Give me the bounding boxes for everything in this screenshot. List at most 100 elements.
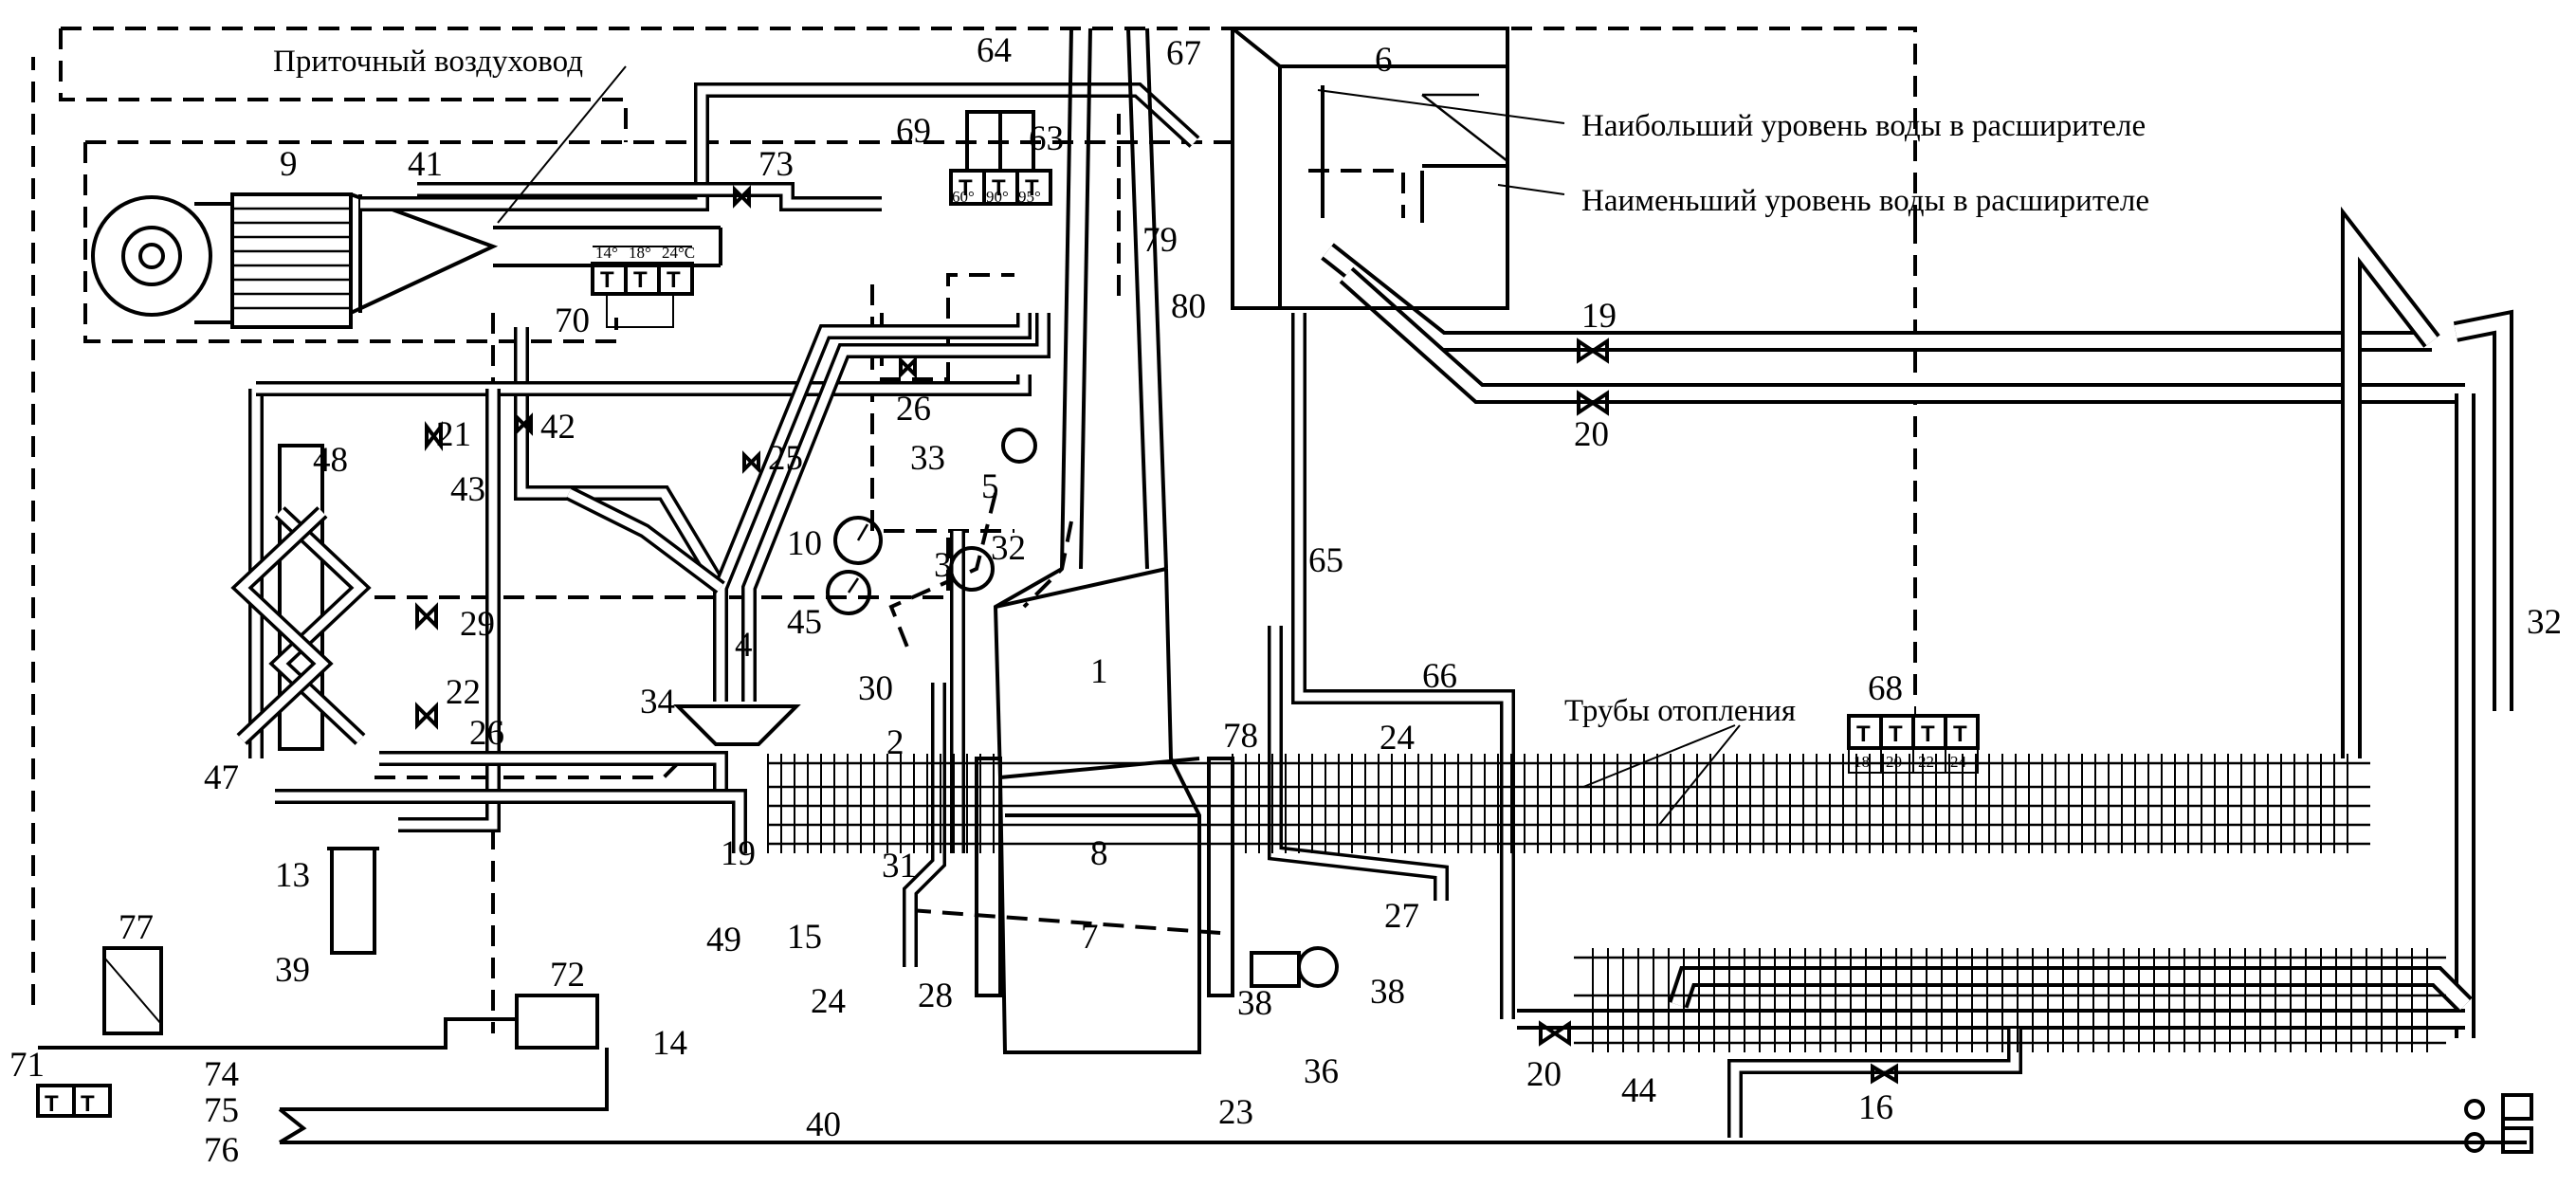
- label-77: 77: [119, 908, 154, 947]
- label-79: 79: [1142, 221, 1178, 260]
- label-1: 1: [1090, 652, 1108, 691]
- expansion-tank: [1231, 27, 1509, 310]
- label-34: 34: [640, 683, 675, 721]
- label-20: 20: [1574, 415, 1609, 454]
- label-38b: 38: [1370, 973, 1405, 1012]
- control-wiring: [31, 27, 1917, 1033]
- label-20b: 20: [1526, 1055, 1562, 1094]
- caption-min-water-level: Наименьший уровень воды в расширителе: [1581, 184, 2149, 218]
- caption-max-water-level: Наибольший уровень воды в расширителе: [1581, 109, 2146, 143]
- label-3: 3: [934, 546, 952, 585]
- bottom-wiring: [38, 1017, 2533, 1154]
- label-8: 8: [1090, 834, 1108, 873]
- label-42: 42: [540, 408, 575, 447]
- thermo-70-t3: Т: [667, 267, 681, 293]
- thermo-71-t2: Т: [81, 1091, 95, 1117]
- label-32: 32: [991, 529, 1026, 568]
- label-19b: 19: [721, 834, 756, 873]
- label-78: 78: [1223, 717, 1258, 756]
- thermo-68-v4: 24: [1950, 753, 1967, 771]
- label-24: 24: [1379, 719, 1415, 758]
- label-80: 80: [1171, 287, 1206, 326]
- label-44: 44: [1621, 1071, 1656, 1110]
- thermo-69-t1: Т: [959, 175, 973, 201]
- label-26b: 26: [469, 714, 504, 753]
- label-6: 6: [1375, 41, 1393, 80]
- label-40: 40: [806, 1105, 841, 1144]
- label-38: 38: [1237, 984, 1272, 1023]
- caption-heating-pipes: Трубы отопления: [1564, 694, 1796, 728]
- coil-heater: [230, 444, 372, 751]
- label-36: 36: [1304, 1052, 1339, 1091]
- thermo-69-v2: 90°: [986, 188, 1009, 206]
- label-2: 2: [886, 723, 904, 762]
- separator-13: [327, 847, 379, 955]
- fan-heater-unit: [91, 192, 499, 329]
- thermo-70-t1: Т: [600, 267, 614, 293]
- thermo-71-t1: Т: [45, 1091, 59, 1117]
- thermo-70-v2: 18°: [629, 244, 651, 262]
- label-49: 49: [706, 921, 741, 959]
- label-48: 48: [313, 441, 348, 480]
- pump-38: [1250, 946, 1339, 988]
- label-66: 66: [1422, 657, 1457, 696]
- thermo-68-t1: Т: [1856, 721, 1871, 747]
- control-box-77: [102, 946, 163, 1035]
- thermo-69-v3: 95°: [1018, 188, 1041, 206]
- pressure-gauge-10: [833, 516, 883, 565]
- thermo-68-v2: 20: [1886, 753, 1902, 771]
- thermo-69-v1: 60°: [952, 188, 975, 206]
- label-16: 16: [1858, 1088, 1893, 1127]
- label-67: 67: [1166, 34, 1201, 73]
- control-box-72: [515, 994, 599, 1050]
- label-24b: 24: [811, 982, 846, 1021]
- label-5: 5: [981, 467, 999, 506]
- label-73: 73: [758, 145, 794, 184]
- caption-supply-duct: Приточный воздуховод: [273, 45, 583, 79]
- label-71: 71: [9, 1046, 45, 1085]
- leader-lines: [497, 65, 1741, 826]
- label-9: 9: [280, 145, 298, 184]
- label-31: 31: [882, 847, 917, 886]
- label-63: 63: [1029, 119, 1064, 158]
- label-7: 7: [1081, 918, 1099, 957]
- thermo-set-69: Т Т Т 60° 90° 95°: [949, 110, 1052, 206]
- label-13: 13: [275, 856, 310, 895]
- label-68: 68: [1868, 669, 1903, 708]
- thermo-68-t2: Т: [1889, 721, 1903, 747]
- label-32b: 32: [2527, 603, 2562, 642]
- label-74: 74: [204, 1055, 239, 1094]
- pipe-network: [248, 27, 2513, 1138]
- label-22: 22: [446, 673, 481, 712]
- label-65: 65: [1308, 541, 1343, 580]
- label-27: 27: [1384, 897, 1419, 936]
- label-72: 72: [550, 956, 585, 995]
- label-43: 43: [450, 470, 485, 509]
- boiler: [975, 567, 1234, 1054]
- label-14: 14: [652, 1024, 687, 1063]
- label-4: 4: [735, 626, 753, 665]
- valves: [415, 185, 1898, 1085]
- label-39: 39: [275, 951, 310, 990]
- thermo-70-v1: 14°: [595, 244, 618, 262]
- label-29: 29: [460, 605, 495, 644]
- label-25: 25: [768, 439, 803, 478]
- thermo-68-v3: 22: [1918, 753, 1934, 771]
- thermometer-gauge-45: [826, 570, 871, 615]
- heating-ribs-lower: [1574, 956, 2446, 1045]
- thermo-70-v3: 24°C: [662, 244, 695, 262]
- label-21: 21: [436, 415, 471, 454]
- thermostat-71: Т Т: [36, 1084, 112, 1118]
- thermo-set-70: 14° 18° 24°C Т Т Т: [591, 244, 695, 328]
- label-69: 69: [896, 112, 931, 151]
- component-labels: 1 2 3 4 5 6 7 8 9 10 13 14 15 16 19 19 2…: [9, 31, 2562, 1170]
- thermo-69-t3: Т: [1025, 175, 1039, 201]
- label-28: 28: [918, 977, 953, 1015]
- label-30: 30: [858, 669, 893, 708]
- heating-ribs-upper: [768, 761, 2370, 846]
- thermo-set-68: Т Т Т Т 18 20 22 24: [1847, 706, 1980, 774]
- label-10: 10: [787, 524, 822, 563]
- thermo-69-t2: Т: [992, 175, 1006, 201]
